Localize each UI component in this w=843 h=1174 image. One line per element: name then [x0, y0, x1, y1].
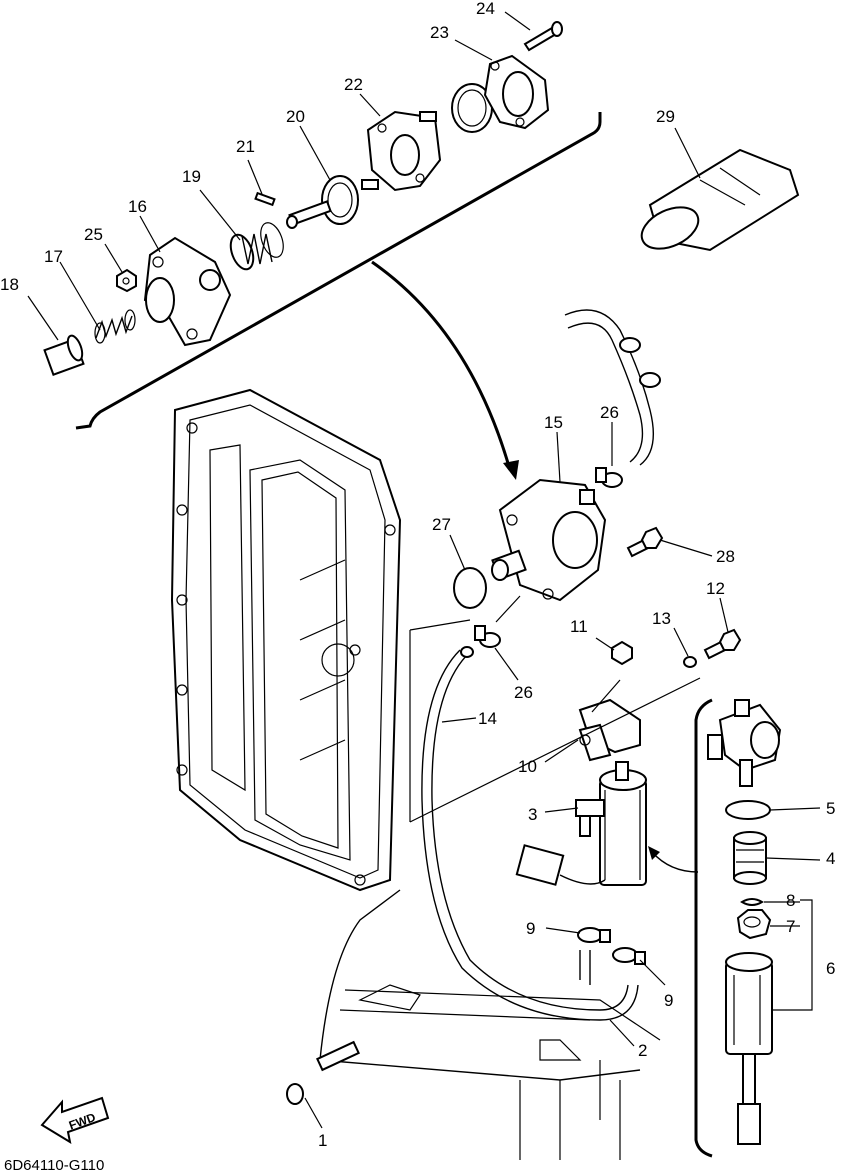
callout-22: 22 [344, 75, 363, 94]
part-16-pump-cover [143, 236, 232, 347]
part-15-fuel-pump [491, 478, 607, 602]
part-4-filter-element [733, 831, 767, 885]
part-5-o-ring [725, 800, 771, 820]
callout-9-left: 9 [526, 919, 535, 938]
part-6-filter-cup [725, 952, 773, 1145]
callout-17: 17 [44, 247, 63, 266]
part-21-pin [254, 191, 276, 207]
lower-cowling [319, 889, 661, 1160]
part-11-nut [611, 640, 633, 666]
part-12-bolt [703, 628, 742, 660]
part-20-diaphragm [286, 175, 359, 229]
leader-lines [27, 11, 821, 1129]
part-13-washer [683, 656, 697, 668]
filter-group-bracket [694, 698, 713, 1158]
filter-group-arrow [651, 851, 699, 873]
cylinder-head [170, 388, 402, 892]
part-27-o-ring [453, 567, 487, 609]
part-29-sleeve [640, 148, 800, 252]
part-9-clamp-right [612, 947, 646, 965]
return-hose [564, 309, 654, 466]
diaphragm-gasket [451, 83, 493, 133]
part-18-cap [43, 334, 85, 376]
part-26-clip-lower [474, 625, 501, 648]
callout-23: 23 [430, 23, 449, 42]
part-19-spring [229, 222, 284, 271]
callout-11: 11 [570, 617, 588, 636]
fwd-arrow: FWD [40, 1096, 110, 1145]
callout-21: 21 [236, 137, 255, 156]
callout-26-lower: 26 [514, 683, 533, 702]
callout-27: 27 [432, 515, 451, 534]
part-25-nut [116, 268, 137, 293]
callout-19: 19 [182, 167, 201, 186]
exploded-group-bracket [75, 112, 602, 430]
callout-29: 29 [656, 107, 675, 126]
callout-15: 15 [544, 413, 563, 432]
part-23-cover [483, 54, 550, 130]
callout-5: 5 [826, 799, 835, 818]
callout-18: 18 [0, 275, 19, 294]
part-9-clamp-left [577, 927, 611, 943]
filter-head [707, 699, 782, 787]
part-24-screw [523, 21, 563, 52]
part-28-bolt [626, 526, 664, 558]
hose-clips-upper [619, 337, 661, 388]
part-22-pump-body [361, 110, 442, 192]
callout-6: 6 [826, 959, 835, 978]
callout-12: 12 [706, 579, 725, 598]
part-26-clip-upper [595, 467, 623, 488]
part-8-clip [740, 898, 764, 906]
hose-end [460, 646, 474, 658]
callout-20: 20 [286, 107, 305, 126]
callout-16: 16 [128, 197, 147, 216]
callout-2: 2 [638, 1041, 647, 1060]
part-10-bracket [578, 698, 641, 762]
filter-group-arrowhead [648, 846, 660, 860]
callout-13: 13 [652, 609, 671, 628]
callout-4: 4 [826, 849, 835, 868]
assembly-arrowhead [503, 460, 519, 480]
callout-14: 14 [478, 709, 497, 728]
part-2-hose [579, 950, 591, 985]
callout-24: 24 [476, 0, 495, 18]
callout-25: 25 [84, 225, 103, 244]
part-14-hose [431, 651, 629, 1011]
callout-28: 28 [716, 547, 735, 566]
callout-7: 7 [786, 917, 795, 936]
diagram-code: 6D64110-G110 [4, 1157, 104, 1174]
callout-9-right: 9 [664, 991, 673, 1010]
sensor-connector [515, 844, 606, 886]
callout-26-upper: 26 [600, 403, 619, 422]
assembly-arrow [371, 260, 512, 471]
part-3-fuel-filter [575, 761, 647, 886]
part-17-spring [94, 309, 136, 344]
part-1-bolt [286, 1040, 360, 1105]
part-14-hose-inner [421, 649, 639, 1021]
callout-1: 1 [318, 1131, 327, 1150]
callout-labels: 1 2 3 4 5 6 7 8 9 9 10 11 12 13 14 15 16… [0, 0, 835, 1150]
return-hose-inner [567, 322, 644, 463]
part-7-fitting [736, 909, 772, 940]
callout-3: 3 [528, 805, 537, 824]
callout-10: 10 [518, 757, 537, 776]
callout-8: 8 [786, 891, 795, 910]
filter-pointer-lines [409, 595, 701, 823]
